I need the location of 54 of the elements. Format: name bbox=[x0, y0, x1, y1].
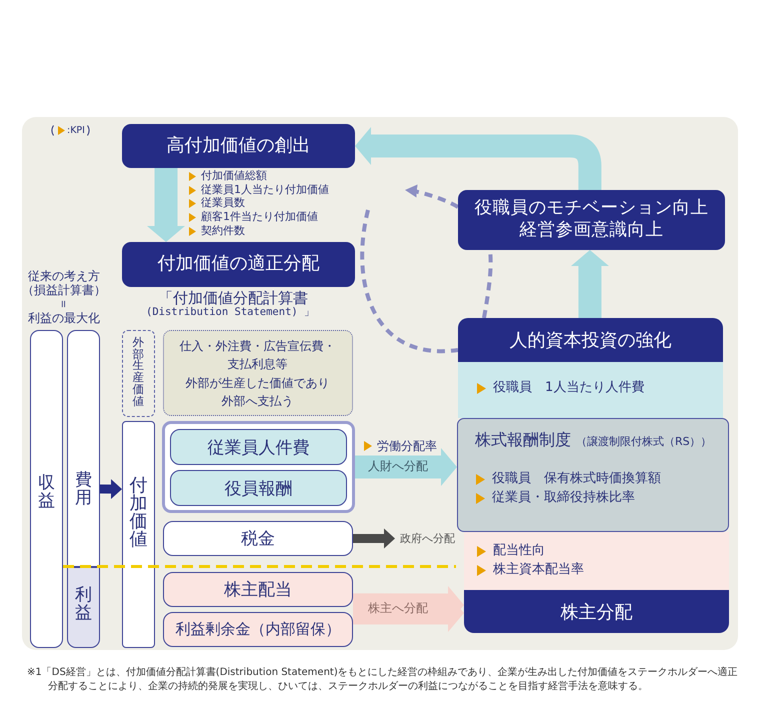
bar-segment: 付加価値 bbox=[122, 421, 155, 648]
table-subtitle: (Distribution Statement) 」 bbox=[146, 306, 316, 319]
item-box: 役員報酬 bbox=[170, 470, 347, 506]
panel-heading: 株式報酬制度 bbox=[475, 430, 571, 451]
kpi-item: 配当性向 bbox=[493, 543, 545, 560]
edge-label: 株主へ分配 bbox=[366, 601, 430, 616]
kpi-item: 従業員数 bbox=[201, 197, 245, 210]
kpi-item: 役職員 保有株式時価換算額 bbox=[492, 471, 661, 488]
bar-segment: 費用 bbox=[67, 330, 100, 567]
equals-sign: ＝ bbox=[56, 298, 72, 310]
kpi-item: 従業員・取締役持株比率 bbox=[492, 490, 635, 507]
panel-subheading: （譲渡制限付株式（RS）） bbox=[576, 434, 712, 449]
footnote: ※1「DS経営」とは、付加価値分配計算書(Distribution Statement)をもとにした経営の枠組みであり、企業が生み出した付加価値をステークホルダーへ適正分配することにより、企業の持続的発展を実現し、ひいては、ステークホルダーの利益につながることを目指す経営手法を意味する。 bbox=[27, 666, 739, 694]
item-box: 従業員人件費 bbox=[170, 429, 347, 465]
kpi-item: 顧客1件当たり付加価値 bbox=[201, 211, 318, 224]
column-heading: 利益の最大化 bbox=[27, 311, 101, 326]
kpi-item: 従業員1人当たり付加価値 bbox=[201, 184, 329, 196]
item-box: 利益剰余金（内部留保） bbox=[163, 612, 353, 647]
kpi-item: 付加価値総額 bbox=[201, 170, 267, 183]
panel-header: 人的資本投資の強化 bbox=[458, 318, 723, 362]
bar-segment: 外部生産価値 bbox=[122, 330, 155, 417]
edge-label: 人財へ分配 bbox=[366, 459, 430, 474]
dashed-line bbox=[360, 210, 458, 354]
arrow bbox=[100, 479, 122, 500]
bar-segment: 利益 bbox=[67, 567, 100, 648]
note-text: 外部が生産した価値であり外部へ支払う bbox=[184, 375, 330, 410]
kpi-item: 労働分配率 bbox=[377, 439, 437, 454]
bar-segment: 収益 bbox=[30, 330, 63, 648]
process-box: 付加価値の適正分配 bbox=[122, 242, 355, 287]
arrow bbox=[353, 528, 395, 548]
table-title: 「付加価値分配計算書 bbox=[158, 289, 308, 307]
panel bbox=[458, 318, 723, 418]
kpi-item: 株主資本配当率 bbox=[493, 562, 584, 579]
block-arrow bbox=[147, 168, 186, 242]
kpi-item: 契約件数 bbox=[201, 224, 245, 238]
legend-label: :KPI bbox=[67, 125, 85, 136]
panel bbox=[464, 532, 729, 633]
column-heading: 従来の考え方 bbox=[27, 269, 101, 284]
dashed-arrow bbox=[405, 184, 459, 209]
process-box: 役職員のモチベーション向上経営参画意識向上 bbox=[458, 190, 725, 250]
block-arrow bbox=[355, 448, 457, 486]
block-arrow bbox=[570, 250, 609, 318]
kpi-item: 役職員 1人当たり人件費 bbox=[493, 380, 644, 397]
note-box bbox=[163, 330, 353, 416]
item-box: 税金 bbox=[163, 521, 353, 556]
panel-footer: 株主分配 bbox=[464, 590, 729, 633]
column-heading: （損益計算書） bbox=[22, 283, 106, 298]
panel bbox=[457, 418, 729, 532]
group-frame bbox=[162, 421, 355, 513]
note-text: 仕入・外注費・広告宣伝費・支払利息等 bbox=[178, 338, 336, 374]
edge-label: 政府へ分配 bbox=[398, 532, 457, 546]
block-arrow bbox=[355, 127, 602, 190]
item-box: 株主配当 bbox=[163, 572, 353, 607]
process-box: 高付加価値の創出 bbox=[122, 124, 355, 168]
